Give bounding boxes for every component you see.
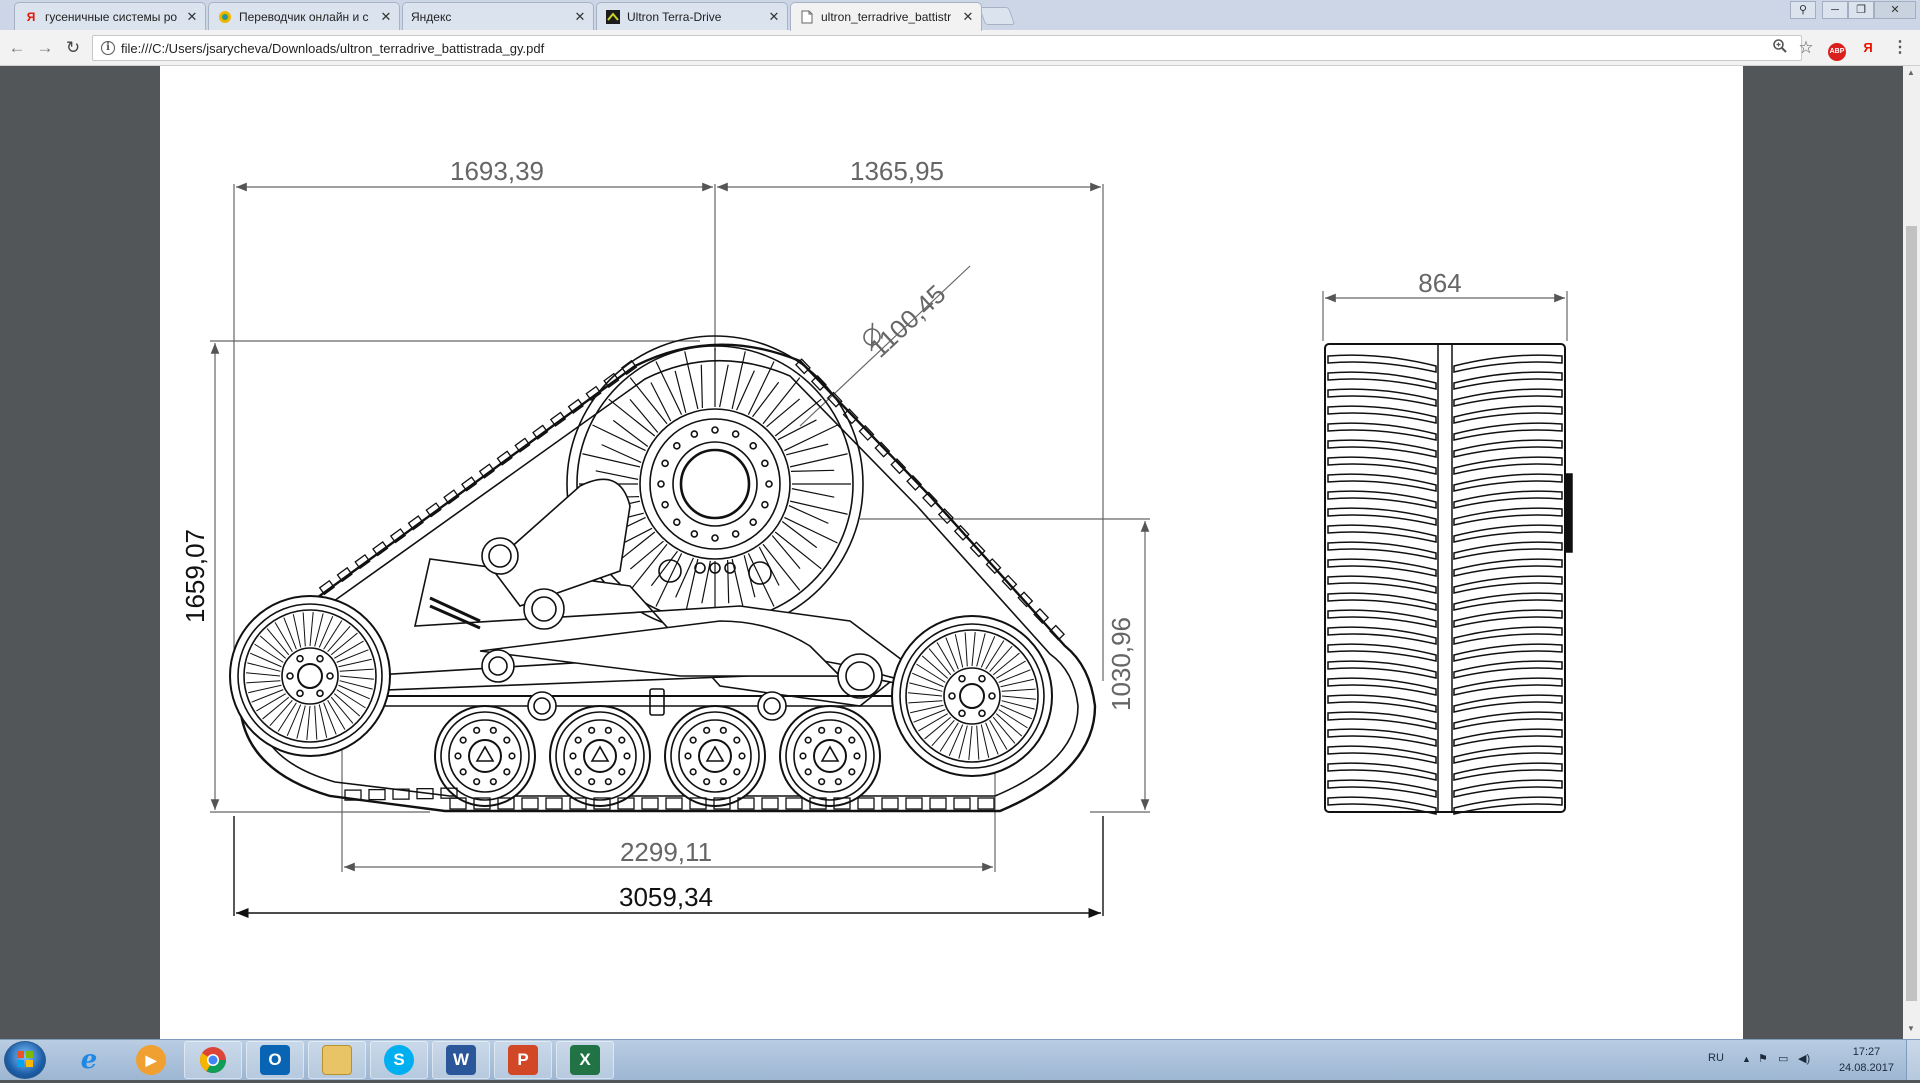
dim-height: 1659,07 [180,529,210,623]
tab-title: гусеничные системы ро [45,9,178,24]
volume-icon[interactable]: ◀) [1798,1053,1811,1065]
start-button[interactable] [4,1041,46,1079]
outlook-icon[interactable]: O [246,1041,304,1079]
media-player-icon[interactable]: ▶ [122,1041,180,1079]
bogie-wheels [434,688,881,807]
language-indicator[interactable]: RU [1708,1052,1724,1064]
excel-icon[interactable]: X [556,1041,614,1079]
dim-total-length: 3059,34 [619,882,713,912]
menu-icon[interactable]: ⋮ [1892,39,1908,56]
dim-track-width: 864 [1418,268,1461,298]
close-icon[interactable]: ✕ [574,8,586,24]
url-text: file:///C:/Users/jsarycheva/Downloads/ul… [121,40,545,56]
clock-date: 24.08.2017 [1838,1062,1894,1074]
dim-diameter: 1100,45 [864,279,952,364]
tab-title: Переводчик онлайн и с [239,9,369,24]
tab-4[interactable]: Ultron Terra-Drive ✕ [596,2,788,30]
tab-2[interactable]: Переводчик онлайн и с ✕ [208,2,400,30]
clock[interactable]: 17:27 24.08.2017 [1839,1044,1894,1076]
track-side-view [229,335,1097,813]
close-icon[interactable]: ✕ [768,8,780,24]
windows-logo-icon [17,1051,33,1067]
close-icon[interactable]: ✕ [186,8,198,24]
forward-icon[interactable]: → [36,38,54,57]
technical-drawing: 1693,39 1365,95 1100,45 1030,96 2299,11 … [180,156,1573,919]
dim-axle-height: 1030,96 [1106,617,1136,711]
pdf-page: 1693,39 1365,95 1100,45 1030,96 2299,11 … [160,66,1743,1039]
tab-title: Яндекс [411,9,452,24]
back-icon[interactable]: ← [8,38,26,57]
adblock-icon[interactable]: ABP [1827,38,1847,61]
minimize-button[interactable]: ─ [1822,1,1848,19]
explorer-icon[interactable] [308,1041,366,1079]
close-icon[interactable]: ✕ [380,8,392,24]
tab-title: Ultron Terra-Drive [627,9,722,24]
close-icon[interactable]: ✕ [962,9,974,24]
flag-icon[interactable]: ⚑ [1758,1053,1768,1065]
dim-inner-length: 2299,11 [620,837,712,867]
dim-top-left: 1693,39 [450,156,544,186]
tab-title: ultron_terradrive_battistr [821,10,952,24]
profile-icon[interactable]: ⚲ [1790,1,1816,19]
yandex-icon: Я [26,9,36,24]
close-window-button[interactable]: ✕ [1874,1,1916,19]
diameter-symbol [863,322,881,352]
tab-3[interactable]: Яндекс ✕ [402,2,594,30]
front-idler-wheel [891,615,1053,777]
network-icon[interactable]: ▭ [1778,1053,1789,1065]
tab-strip: Я гусеничные системы ро ✕ Переводчик онл… [0,0,1920,31]
bookmark-star-icon[interactable]: ☆ [1798,38,1814,57]
translate-icon [217,9,233,25]
word-icon[interactable]: W [432,1041,490,1079]
dim-top-right: 1365,95 [850,156,944,186]
new-tab-button[interactable] [978,7,1016,25]
chrome-icon[interactable] [184,1041,242,1079]
address-bar[interactable]: i file:///C:/Users/jsarycheva/Downloads/… [92,35,1802,61]
rear-idler-wheel [229,595,391,757]
internet-explorer-icon[interactable]: e [80,1045,98,1075]
skype-icon[interactable]: S [370,1041,428,1079]
zoom-icon[interactable] [1770,38,1790,58]
windows-taskbar: e ▶ O S W P X RU ▲ ⚑ ▭ ◀) 17:27 24.08.20… [0,1039,1920,1080]
info-icon[interactable]: i [101,41,115,55]
track-front-view [1324,343,1573,815]
tab-5-active[interactable]: ultron_terradrive_battistr ✕ [790,2,982,31]
scrollbar-thumb[interactable] [1906,226,1917,1001]
system-tray: RU ▲ ⚑ ▭ ◀) 17:27 24.08.2017 [1660,1040,1920,1080]
reload-icon[interactable]: ↻ [65,38,81,57]
clock-time: 17:27 [1852,1046,1881,1058]
powerpoint-icon[interactable]: P [494,1041,552,1079]
show-desktop-button[interactable] [1906,1040,1920,1080]
tray-expand-icon[interactable]: ▲ [1742,1054,1751,1064]
ultron-icon [605,9,621,25]
document-icon [799,9,815,25]
restore-button[interactable]: ❐ [1848,1,1874,19]
tab-1[interactable]: Я гусеничные системы ро ✕ [14,2,206,30]
yandex-ext-icon[interactable]: Я [1863,40,1873,55]
pdf-viewer: 1693,39 1365,95 1100,45 1030,96 2299,11 … [0,66,1920,1039]
vertical-scrollbar[interactable]: ▲ ▼ [1903,66,1920,1039]
browser-toolbar: ← → ↻ i file:///C:/Users/jsarycheva/Down… [0,30,1920,66]
